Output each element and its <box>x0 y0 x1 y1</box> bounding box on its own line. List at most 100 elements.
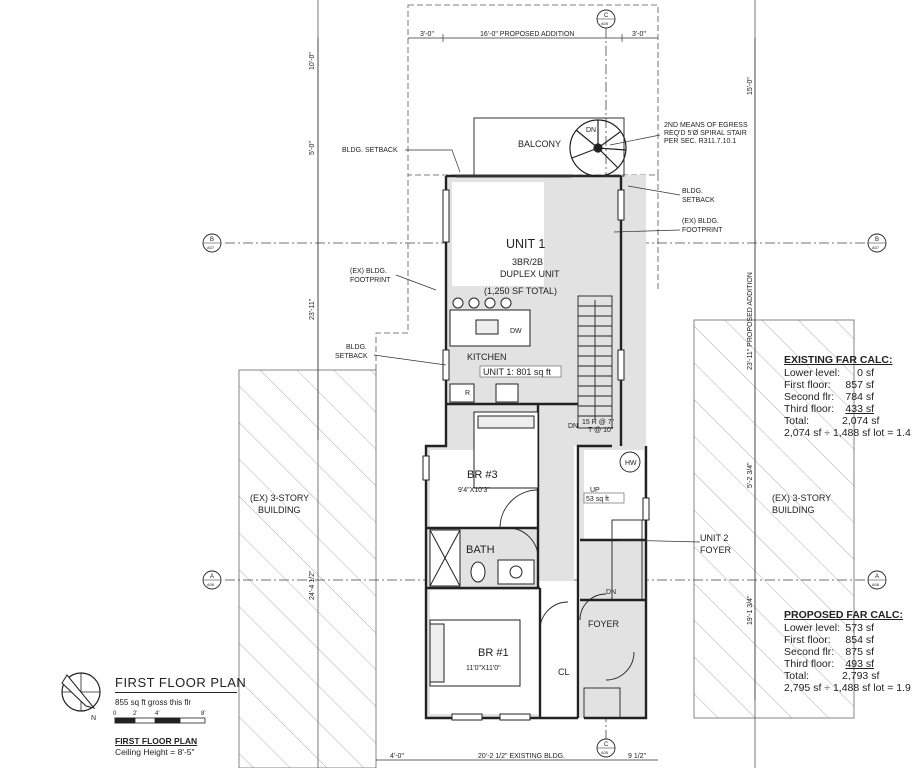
grid-bubble-b-right: B A07 <box>867 233 887 253</box>
area-53-label: 53 sq ft <box>586 496 609 503</box>
footprint-left-label-1: (EX) BLDG. <box>350 268 387 275</box>
ceiling-height-note: Ceiling Height = 8'-5" <box>115 747 195 757</box>
far-row: First floor:857 sf <box>784 379 874 391</box>
existing-building-right <box>693 319 855 719</box>
egress-note-3: PER SEC. R311.7.10.1 <box>664 138 736 145</box>
balcony-label: BALCONY <box>518 139 561 149</box>
far-row: Second flr:875 sf <box>784 646 874 658</box>
far-row: Total:2,793 sf <box>784 670 880 682</box>
kitchen-label: KITCHEN <box>467 352 507 362</box>
dim-right-1: 15'-0" <box>747 77 754 95</box>
svg-text:C: C <box>604 742 609 748</box>
grid-bubble-b-left: B A07 <box>202 233 222 253</box>
dim-left-3: 23'-11" <box>309 298 316 320</box>
water-heater-label: HW <box>625 460 637 467</box>
dn-small-label: DN <box>606 589 616 596</box>
proposed-far-summary: 2,795 sf ÷ 1,488 sf lot = 1.9 <box>784 682 911 694</box>
svg-text:B: B <box>210 237 214 243</box>
svg-text:A07: A07 <box>872 245 880 250</box>
egress-note-2: REQ'D 5'Ø SPIRAL STAIR <box>664 130 747 137</box>
main-stair <box>577 295 613 429</box>
dim-bottom-center: 20'-2 1/2" EXISTING BLDG. <box>478 753 565 760</box>
br1-dim-label: 11'0"X11'0" <box>466 665 501 672</box>
existing-far-calc: EXISTING FAR CALC: Lower level:0 sf Firs… <box>784 354 911 439</box>
grid-bubble-a-right: A A06 <box>867 570 887 590</box>
gross-area-note: 855 sq ft gross this flr <box>115 698 192 707</box>
dim-right-2: 23'-11" PROPOSED ADDITION <box>747 272 754 370</box>
dim-right-3: 5'-2 3/4" <box>747 462 754 488</box>
svg-text:A05: A05 <box>601 750 609 755</box>
svg-text:N: N <box>91 715 96 722</box>
unit1-area-label: UNIT 1: 801 sq ft <box>483 367 551 377</box>
existing-far-summary: 2,074 sf ÷ 1,488 sf lot = 1.4 <box>784 427 911 439</box>
drawing-title: FIRST FLOOR PLAN <box>115 675 247 690</box>
up-label: UP <box>590 487 600 494</box>
dim-right-4: 19'-1 3/4" <box>747 595 754 625</box>
br3-dim-label: 9'4"X10'3" <box>458 487 490 494</box>
ex-right-label-1: (EX) 3-STORY <box>772 493 831 503</box>
svg-text:A07: A07 <box>207 245 215 250</box>
dim-left-1: 10'-0" <box>309 52 316 70</box>
fridge-label: R <box>465 390 470 397</box>
dim-top-center: 16'-0" PROPOSED ADDITION <box>480 31 574 38</box>
ex-left-label-2: BUILDING <box>258 505 301 515</box>
scale-0: 0 <box>113 711 117 717</box>
svg-text:A: A <box>875 574 879 580</box>
dim-left-2: 5'-0" <box>309 141 316 155</box>
footprint-right-label-2: FOOTPRINT <box>682 227 723 234</box>
scale-2: 2' <box>133 711 137 717</box>
dim-top-left: 3'-0" <box>420 31 434 38</box>
dim-left-4: 24'-4 1/2" <box>309 570 316 600</box>
unit2-label-1: UNIT 2 <box>700 533 728 543</box>
dishwasher-label: DW <box>510 328 522 335</box>
foyer-label: FOYER <box>588 619 620 629</box>
setback-left-label-2: SETBACK <box>335 353 368 360</box>
proposed-far-calc: PROPOSED FAR CALC: Lower level:573 sf Fi… <box>784 609 911 694</box>
dim-bottom-left: 4'-0" <box>390 753 404 760</box>
stair-dn-label: DN <box>568 423 578 430</box>
setback-left-label-1: BLDG. <box>346 344 367 351</box>
scale-8: 8' <box>201 711 205 717</box>
grid-bubble-c-top: C A05 <box>596 9 616 29</box>
svg-text:A05: A05 <box>601 21 609 26</box>
existing-far-heading: EXISTING FAR CALC: <box>784 354 893 366</box>
br1-label: BR #1 <box>478 647 509 659</box>
egress-note-1: 2ND MEANS OF EGRESS <box>664 122 748 129</box>
br3-label: BR #3 <box>467 469 498 481</box>
svg-text:A06: A06 <box>207 582 215 587</box>
kitchen-fixtures <box>449 297 531 403</box>
doors <box>499 451 643 719</box>
svg-text:A: A <box>210 574 214 580</box>
ex-right-label-2: BUILDING <box>772 505 815 515</box>
drawing-title-secondary: FIRST FLOOR PLAN <box>115 736 198 746</box>
spiral-stair <box>569 119 627 177</box>
footprint-left-label-2: FOOTPRINT <box>350 277 391 284</box>
svg-text:B: B <box>875 237 879 243</box>
far-row: Total:2,074 sf <box>784 415 880 427</box>
unit1-sub-2: DUPLEX UNIT <box>500 269 560 279</box>
spiral-dn-label: DN <box>586 127 596 134</box>
scale-bar <box>114 717 206 724</box>
unit1-title: UNIT 1 <box>506 237 545 251</box>
bedroom-furniture <box>429 411 539 687</box>
far-row: Lower level:573 sf <box>784 622 874 634</box>
grid-bubble-a-left: A A06 <box>202 570 222 590</box>
setback-right-label-2: SETBACK <box>682 197 715 204</box>
footprint-right-label-1: (EX) BLDG. <box>682 218 719 225</box>
far-row: Third floor:433 sf <box>784 403 874 415</box>
grid-bubble-c-bottom: C A05 <box>596 738 616 758</box>
svg-text:C: C <box>604 13 609 19</box>
far-row: Lower level:0 sf <box>784 367 874 379</box>
far-row: Second flr:784 sf <box>784 391 874 403</box>
stair-note-1: 15 R @ 7" <box>582 419 615 426</box>
bath-label: BATH <box>466 544 495 556</box>
setback-top-label: BLDG. SETBACK <box>342 147 398 154</box>
closet-label: CL <box>558 667 570 677</box>
ex-left-label-1: (EX) 3-STORY <box>250 493 309 503</box>
existing-building-left <box>238 369 377 768</box>
dim-bottom-right: 9 1/2" <box>628 753 647 760</box>
svg-text:A06: A06 <box>872 582 880 587</box>
scale-4: 4' <box>155 711 159 717</box>
unit2-label-2: FOYER <box>700 545 732 555</box>
